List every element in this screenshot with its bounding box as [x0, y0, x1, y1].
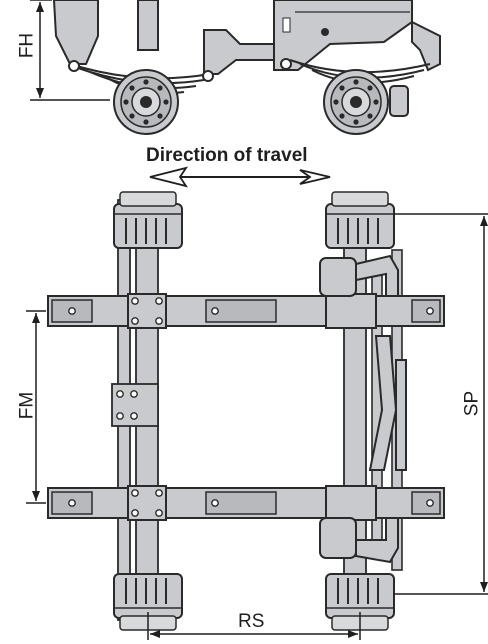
linkage-bar [203, 29, 275, 75]
fm-dimension-line [26, 310, 46, 504]
left-spring-hanger [52, 0, 99, 65]
rear-left-brake-drum [325, 191, 395, 249]
brake-chamber [389, 85, 409, 117]
rs-label: RS [238, 611, 265, 632]
upper-brake-actuator [319, 254, 399, 297]
fm-label: FM [16, 391, 38, 420]
direction-arrow [149, 166, 331, 188]
fh-dimension-line [30, 0, 110, 101]
lower-rear-plate [325, 485, 377, 521]
upper-rear-plate [325, 293, 377, 329]
rear-wheel-hub [323, 69, 389, 135]
rs-dimension-line [147, 612, 361, 640]
direction-of-travel-label: Direction of travel [146, 145, 308, 166]
vertical-post [137, 0, 159, 51]
front-wheel-hub [113, 69, 179, 135]
front-equalizer [111, 383, 159, 427]
side-view [30, 0, 441, 135]
sp-label: SP [461, 390, 483, 417]
rear-linkage [368, 335, 407, 471]
centre-bracket [273, 0, 413, 71]
fh-label: FH [16, 32, 38, 59]
right-spring-hanger [411, 20, 441, 72]
sp-dimension-line [394, 213, 488, 595]
plan-view [26, 191, 488, 640]
lower-brake-actuator [319, 517, 399, 564]
front-left-brake-drum [113, 191, 183, 249]
